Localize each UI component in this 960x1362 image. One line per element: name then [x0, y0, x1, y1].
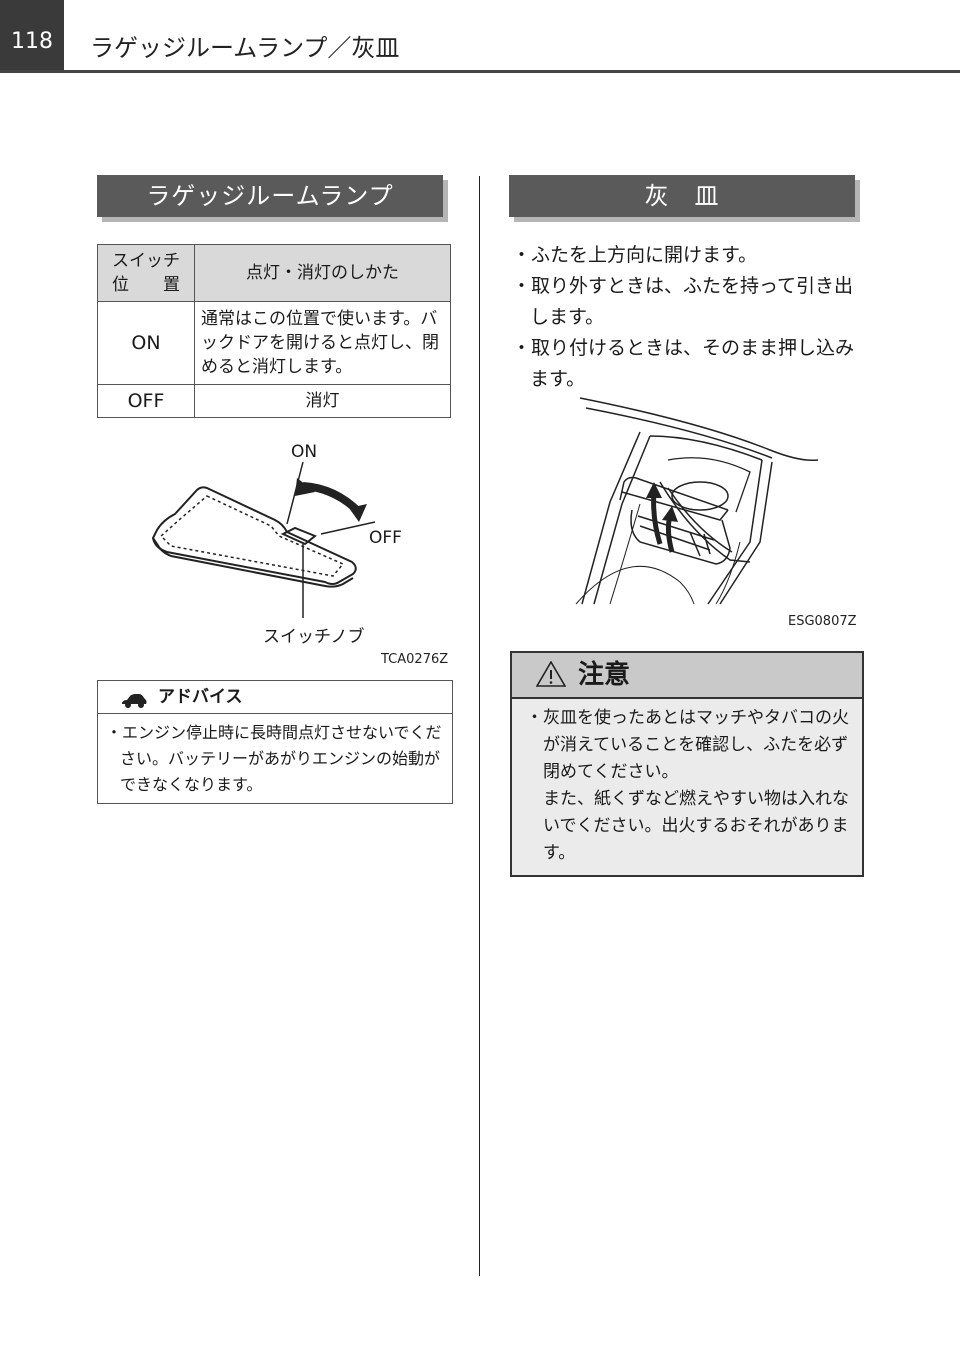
- switch-position-off: OFF: [97, 384, 195, 418]
- switch-position-on: ON: [97, 301, 195, 385]
- caution-continuation: また、紙くずなど燃えやすい物は入れないでください。出火するおそれがあります。: [543, 789, 849, 863]
- column-divider: [479, 176, 480, 1276]
- luggage-lamp-illustration: [151, 461, 376, 618]
- on-callout: ON: [291, 442, 318, 462]
- switch-on-description: 通常はこの位置で使います。バックドアを開けると点灯し、閉めると消灯します。: [194, 301, 451, 385]
- caution-header: 注意: [512, 653, 862, 699]
- luggage-lamp-figure: ON OFF スイッチノブ TCA0276Z: [97, 432, 451, 672]
- header-rule: [0, 70, 960, 73]
- advice-body: ・エンジン停止時に長時間点灯させないでください。バッテリーがあがりエンジンの始動…: [98, 714, 452, 798]
- list-item: ・取り外すときは、ふたを持って引き出します。: [512, 275, 854, 328]
- luggage-lamp-heading: ラゲッジルームランプ: [97, 175, 443, 217]
- switch-position-header: スイッチ 位 置: [97, 244, 195, 302]
- ashtray-illustration: [575, 397, 819, 605]
- caution-item: ・灰皿を使ったあとはマッチやタバコの火が消えていることを確認し、ふたを必ず閉めて…: [526, 708, 849, 782]
- page-number: 118: [0, 0, 64, 72]
- table-row: OFF 消灯: [97, 384, 451, 418]
- figure-code: ESG0807Z: [788, 614, 857, 629]
- operation-header: 点灯・消灯のしかた: [194, 244, 451, 302]
- list-item: ・ふたを上方向に開けます。: [512, 244, 758, 266]
- page-title: ラゲッジルームランプ／灰皿: [90, 34, 400, 62]
- caution-body: ・灰皿を使ったあとはマッチやタバコの火が消えていることを確認し、ふたを必ず閉めて…: [512, 699, 862, 867]
- caution-box: 注意 ・灰皿を使ったあとはマッチやタバコの火が消えていることを確認し、ふたを必ず…: [510, 651, 864, 877]
- switch-knob-callout: スイッチノブ: [263, 627, 365, 647]
- warning-triangle-icon: [535, 660, 567, 691]
- caution-title: 注意: [578, 660, 631, 690]
- advice-box: アドバイス ・エンジン停止時に長時間点灯させないでください。バッテリーがあがりエ…: [97, 680, 453, 804]
- car-icon: [120, 688, 148, 720]
- advice-title: アドバイス: [158, 687, 243, 707]
- list-item: ・取り付けるときは、そのまま押し込みます。: [512, 337, 855, 390]
- advice-header: アドバイス: [98, 681, 452, 714]
- ashtray-instructions: ・ふたを上方向に開けます。 ・取り外すときは、ふたを持って引き出します。 ・取り…: [512, 240, 862, 395]
- switch-table: スイッチ 位 置 点灯・消灯のしかた ON 通常はこの位置で使います。バックドア…: [97, 244, 451, 418]
- table-row: ON 通常はこの位置で使います。バックドアを開けると点灯し、閉めると消灯します。: [97, 301, 451, 385]
- switch-off-description: 消灯: [194, 384, 451, 418]
- page-header: 118 ラゲッジルームランプ／灰皿: [0, 0, 960, 73]
- off-callout: OFF: [369, 528, 402, 548]
- figure-code: TCA0276Z: [381, 652, 449, 667]
- switch-table-header: スイッチ 位 置 点灯・消灯のしかた: [97, 244, 451, 302]
- ashtray-figure: ESG0807Z: [540, 392, 862, 632]
- ashtray-heading: 灰 皿: [509, 175, 855, 217]
- advice-item: ・エンジン停止時に長時間点灯させないでください。バッテリーがあがりエンジンの始動…: [106, 723, 442, 794]
